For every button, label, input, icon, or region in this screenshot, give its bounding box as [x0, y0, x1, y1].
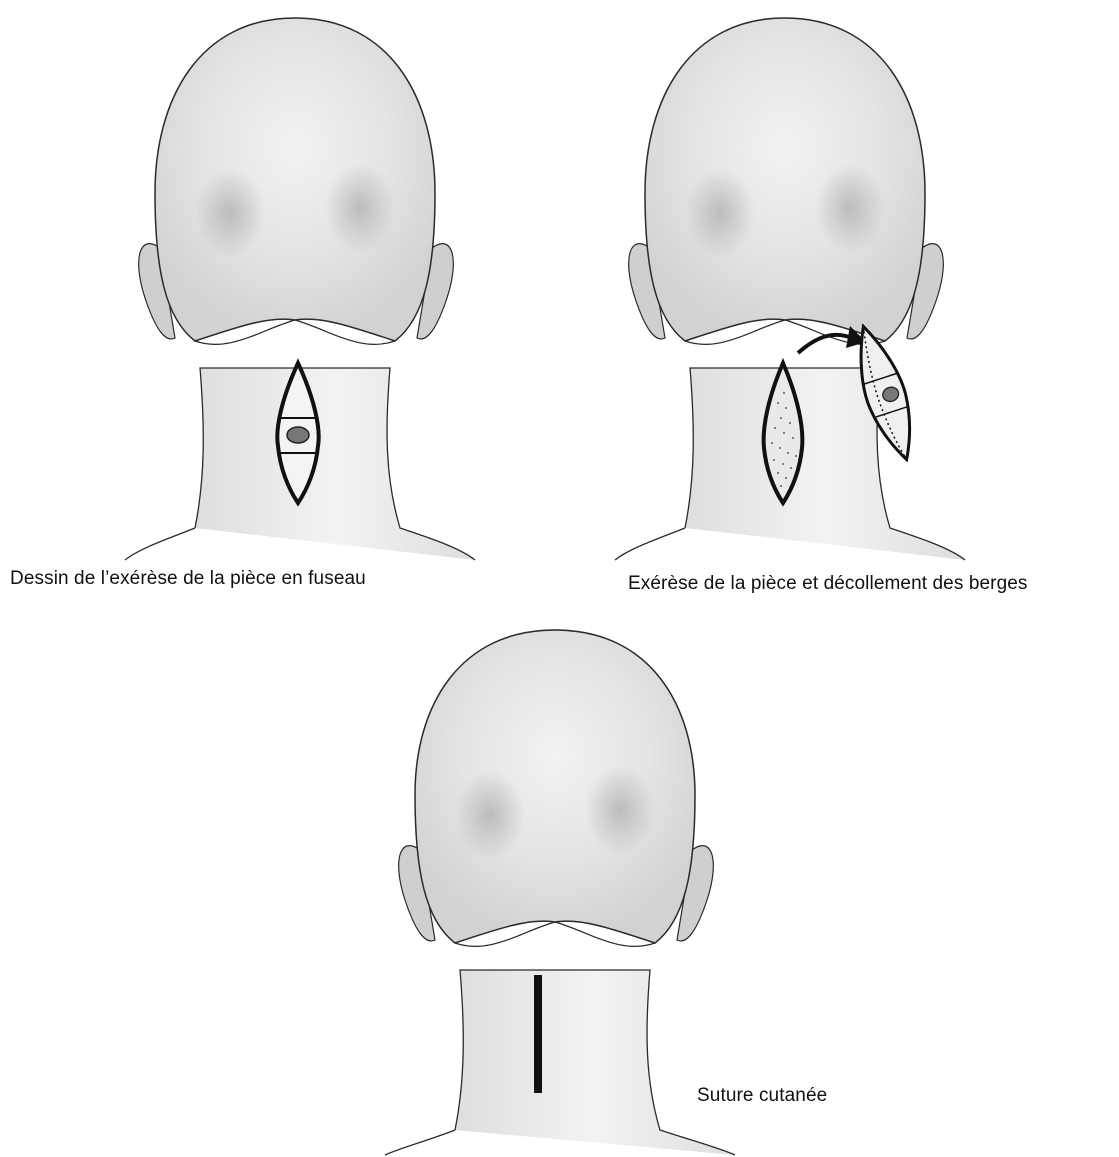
- head-back-view: [600, 8, 980, 563]
- head-back-view: [110, 8, 490, 563]
- head: [385, 630, 735, 1155]
- lesion-icon: [287, 427, 309, 443]
- head-back-view: [370, 630, 750, 1155]
- illustration-step-2: [600, 8, 980, 563]
- caption-step-2: Exérèse de la pièce et décollement des b…: [628, 573, 1028, 595]
- caption-step-3: Suture cutanée: [697, 1085, 827, 1107]
- caption-step-1: Dessin de l’exérèse de la pièce en fusea…: [10, 568, 366, 590]
- illustration-step-3: [370, 630, 750, 1155]
- illustration-step-1: [110, 8, 490, 563]
